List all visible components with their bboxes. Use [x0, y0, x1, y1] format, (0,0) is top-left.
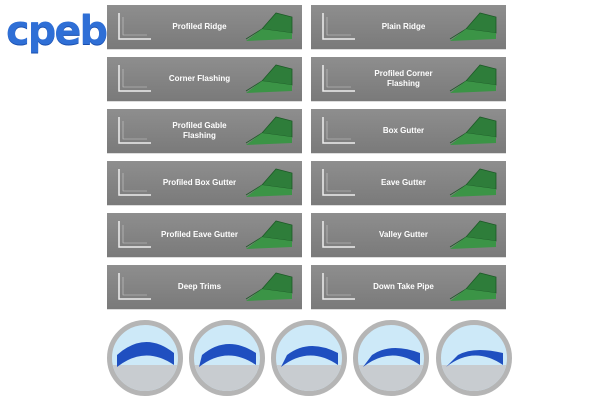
product-label: Corner Flashing — [168, 74, 231, 83]
product-3d-icon — [449, 272, 497, 301]
profile-drawing-icon — [118, 117, 151, 144]
product-3d-icon — [449, 116, 497, 145]
product-3d-icon — [245, 220, 293, 249]
installation-photo — [353, 320, 429, 396]
product-panel: Deep Trims — [107, 265, 302, 310]
logo: cpeb — [6, 8, 108, 54]
product-panel: Profiled Ridge — [107, 5, 302, 50]
product-panel: Profiled Box Gutter — [107, 161, 302, 206]
installation-photo — [189, 320, 265, 396]
product-label: Profiled Gable Flashing — [172, 121, 227, 140]
profile-drawing-icon — [322, 169, 355, 196]
profile-drawing-icon — [322, 117, 355, 144]
product-label: Box Gutter — [382, 126, 425, 135]
product-3d-icon — [245, 168, 293, 197]
product-3d-icon — [245, 64, 293, 93]
installation-photo — [436, 320, 512, 396]
profile-drawing-icon — [118, 221, 151, 248]
product-label: Down Take Pipe — [373, 282, 434, 291]
product-label: Profiled Ridge — [172, 22, 227, 31]
product-panel: Down Take Pipe — [311, 265, 506, 310]
product-3d-icon — [449, 12, 497, 41]
product-3d-icon — [449, 168, 497, 197]
product-label: Valley Gutter — [379, 230, 428, 239]
product-3d-icon — [245, 116, 293, 145]
product-label: Eave Gutter — [381, 178, 426, 187]
profile-drawing-icon — [322, 273, 355, 300]
product-label: Profiled Eave Gutter — [161, 230, 238, 239]
product-panel: Corner Flashing — [107, 57, 302, 102]
profile-drawing-icon — [118, 65, 151, 92]
product-label: Plain Ridge — [381, 22, 426, 31]
product-3d-icon — [245, 12, 293, 41]
product-3d-icon — [449, 220, 497, 249]
product-3d-icon — [449, 64, 497, 93]
product-label: Deep Trims — [177, 282, 222, 291]
product-label: Profiled Box Gutter — [162, 178, 237, 187]
profile-drawing-icon — [322, 221, 355, 248]
profile-drawing-icon — [118, 169, 151, 196]
product-panel: Profiled Corner Flashing — [311, 57, 506, 102]
profile-drawing-icon — [118, 273, 151, 300]
product-3d-icon — [245, 272, 293, 301]
profile-drawing-icon — [118, 13, 151, 40]
installation-photo — [107, 320, 183, 396]
profile-drawing-icon — [322, 13, 355, 40]
product-panel: Plain Ridge — [311, 5, 506, 50]
profile-drawing-icon — [322, 65, 355, 92]
installation-photo — [271, 320, 347, 396]
product-panel: Profiled Eave Gutter — [107, 213, 302, 258]
product-panel: Profiled Gable Flashing — [107, 109, 302, 154]
product-panel: Eave Gutter — [311, 161, 506, 206]
product-label: Profiled Corner Flashing — [374, 69, 433, 88]
product-panel: Box Gutter — [311, 109, 506, 154]
product-panel: Valley Gutter — [311, 213, 506, 258]
